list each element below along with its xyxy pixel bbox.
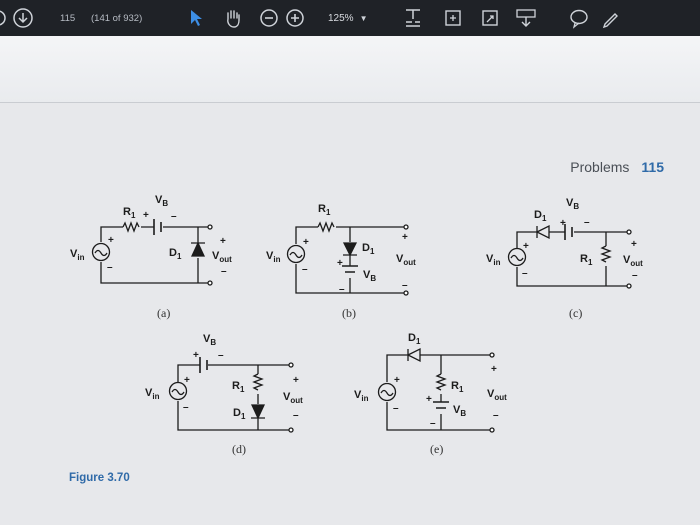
toolbar: 115 (141 of 932) 125% ▼: [0, 0, 700, 36]
page-header-number: 115: [641, 159, 664, 175]
vb-minus-c: –: [584, 217, 590, 228]
comment-icon[interactable]: [568, 0, 590, 36]
vin-minus-a: –: [107, 262, 113, 273]
vout-plus-c: +: [631, 239, 637, 250]
d1-label-b: D1: [362, 242, 375, 256]
vin-plus-a: +: [108, 235, 114, 246]
r1-label-b: R1: [318, 203, 331, 217]
insert-icon[interactable]: [514, 0, 538, 36]
circuit-d: [168, 357, 294, 433]
vin-plus-c: +: [523, 241, 529, 252]
vout-plus-e: +: [491, 364, 497, 375]
chevron-down-icon: ▼: [359, 13, 368, 23]
vout-label-e: Vout: [487, 388, 507, 402]
vb-minus-b: –: [339, 284, 345, 295]
caption-b: (b): [342, 306, 356, 320]
vb-label-c: VB: [566, 197, 579, 211]
hand-icon[interactable]: [222, 0, 244, 36]
vout-plus-b: +: [402, 232, 408, 243]
vin-label-a: Vin: [70, 248, 85, 262]
page-count: (141 of 932): [91, 12, 143, 24]
vout-minus-a: –: [221, 266, 227, 277]
vb-plus-a: +: [143, 210, 149, 221]
download-icon[interactable]: [12, 0, 34, 36]
vout-minus-d: –: [293, 410, 299, 421]
caption-e: (e): [430, 442, 444, 456]
vin-label-b: Vin: [266, 250, 281, 264]
zoom-in-icon[interactable]: [284, 0, 306, 36]
d1-label-a: D1: [169, 247, 182, 261]
vout-label-c: Vout: [623, 254, 643, 268]
r1-label-e: R1: [451, 380, 464, 394]
zoom-value: 125%: [328, 12, 354, 24]
vb-minus-a: –: [171, 211, 177, 222]
d1-label-d: D1: [233, 407, 246, 421]
page-header: Problems 115: [570, 159, 664, 175]
vout-minus-b: –: [402, 280, 408, 291]
vin-minus-c: –: [522, 268, 528, 279]
vb-minus-e: –: [430, 418, 436, 429]
vout-minus-c: –: [632, 270, 638, 281]
vout-plus-d: +: [293, 375, 299, 386]
rotate-icon[interactable]: [443, 0, 463, 36]
circuit-b: [286, 221, 409, 296]
vin-label-e: Vin: [354, 389, 369, 403]
document-page: Problems 115 (a) (b) (c) (d) (e) Figure 3…: [0, 103, 700, 525]
circuit-e: [377, 347, 495, 433]
vb-plus-c: +: [560, 218, 566, 229]
vin-label-c: Vin: [486, 253, 501, 267]
vin-plus-e: +: [394, 375, 400, 386]
text-select-icon[interactable]: [403, 0, 423, 36]
vin-label-d: Vin: [145, 387, 160, 401]
d1-label-e: D1: [408, 332, 421, 346]
top-band: [0, 36, 700, 103]
vin-plus-b: +: [303, 237, 309, 248]
vb-plus-b: +: [337, 258, 343, 269]
vin-plus-d: +: [184, 375, 190, 386]
vout-plus-a: +: [220, 236, 226, 247]
d1-label-c: D1: [534, 209, 547, 223]
zoom-out-icon[interactable]: [258, 0, 280, 36]
page-number[interactable]: 115: [60, 12, 76, 24]
r1-label-a: R1: [123, 206, 136, 220]
vin-minus-e: –: [393, 403, 399, 414]
vin-minus-b: –: [302, 264, 308, 275]
vb-label-b: VB: [363, 269, 376, 283]
r1-label-d: R1: [232, 380, 245, 394]
vb-label-a: VB: [155, 194, 168, 208]
vout-label-b: Vout: [396, 253, 416, 267]
vb-plus-e: +: [426, 394, 432, 405]
caption-c: (c): [569, 306, 583, 320]
back-icon[interactable]: [0, 0, 8, 36]
pointer-icon[interactable]: [188, 0, 204, 36]
vb-label-d: VB: [203, 333, 216, 347]
section-title: Problems: [570, 159, 630, 175]
vb-plus-d: +: [193, 350, 199, 361]
vb-minus-d: –: [218, 350, 224, 361]
caption-d: (d): [232, 442, 246, 456]
zoom-select[interactable]: 125% ▼: [322, 0, 368, 36]
fit-page-icon[interactable]: [480, 0, 500, 36]
vin-minus-d: –: [183, 402, 189, 413]
vout-label-a: Vout: [212, 250, 232, 264]
r1-label-c: R1: [580, 253, 593, 267]
vout-label-d: Vout: [283, 391, 303, 405]
circuit-c: [507, 224, 632, 289]
vb-label-e: VB: [453, 404, 466, 418]
caption-a: (a): [157, 306, 171, 320]
vout-minus-e: –: [493, 410, 499, 421]
pen-icon[interactable]: [600, 0, 622, 36]
circuit-a: [91, 219, 213, 286]
figure-label: Figure 3.70: [69, 472, 130, 484]
